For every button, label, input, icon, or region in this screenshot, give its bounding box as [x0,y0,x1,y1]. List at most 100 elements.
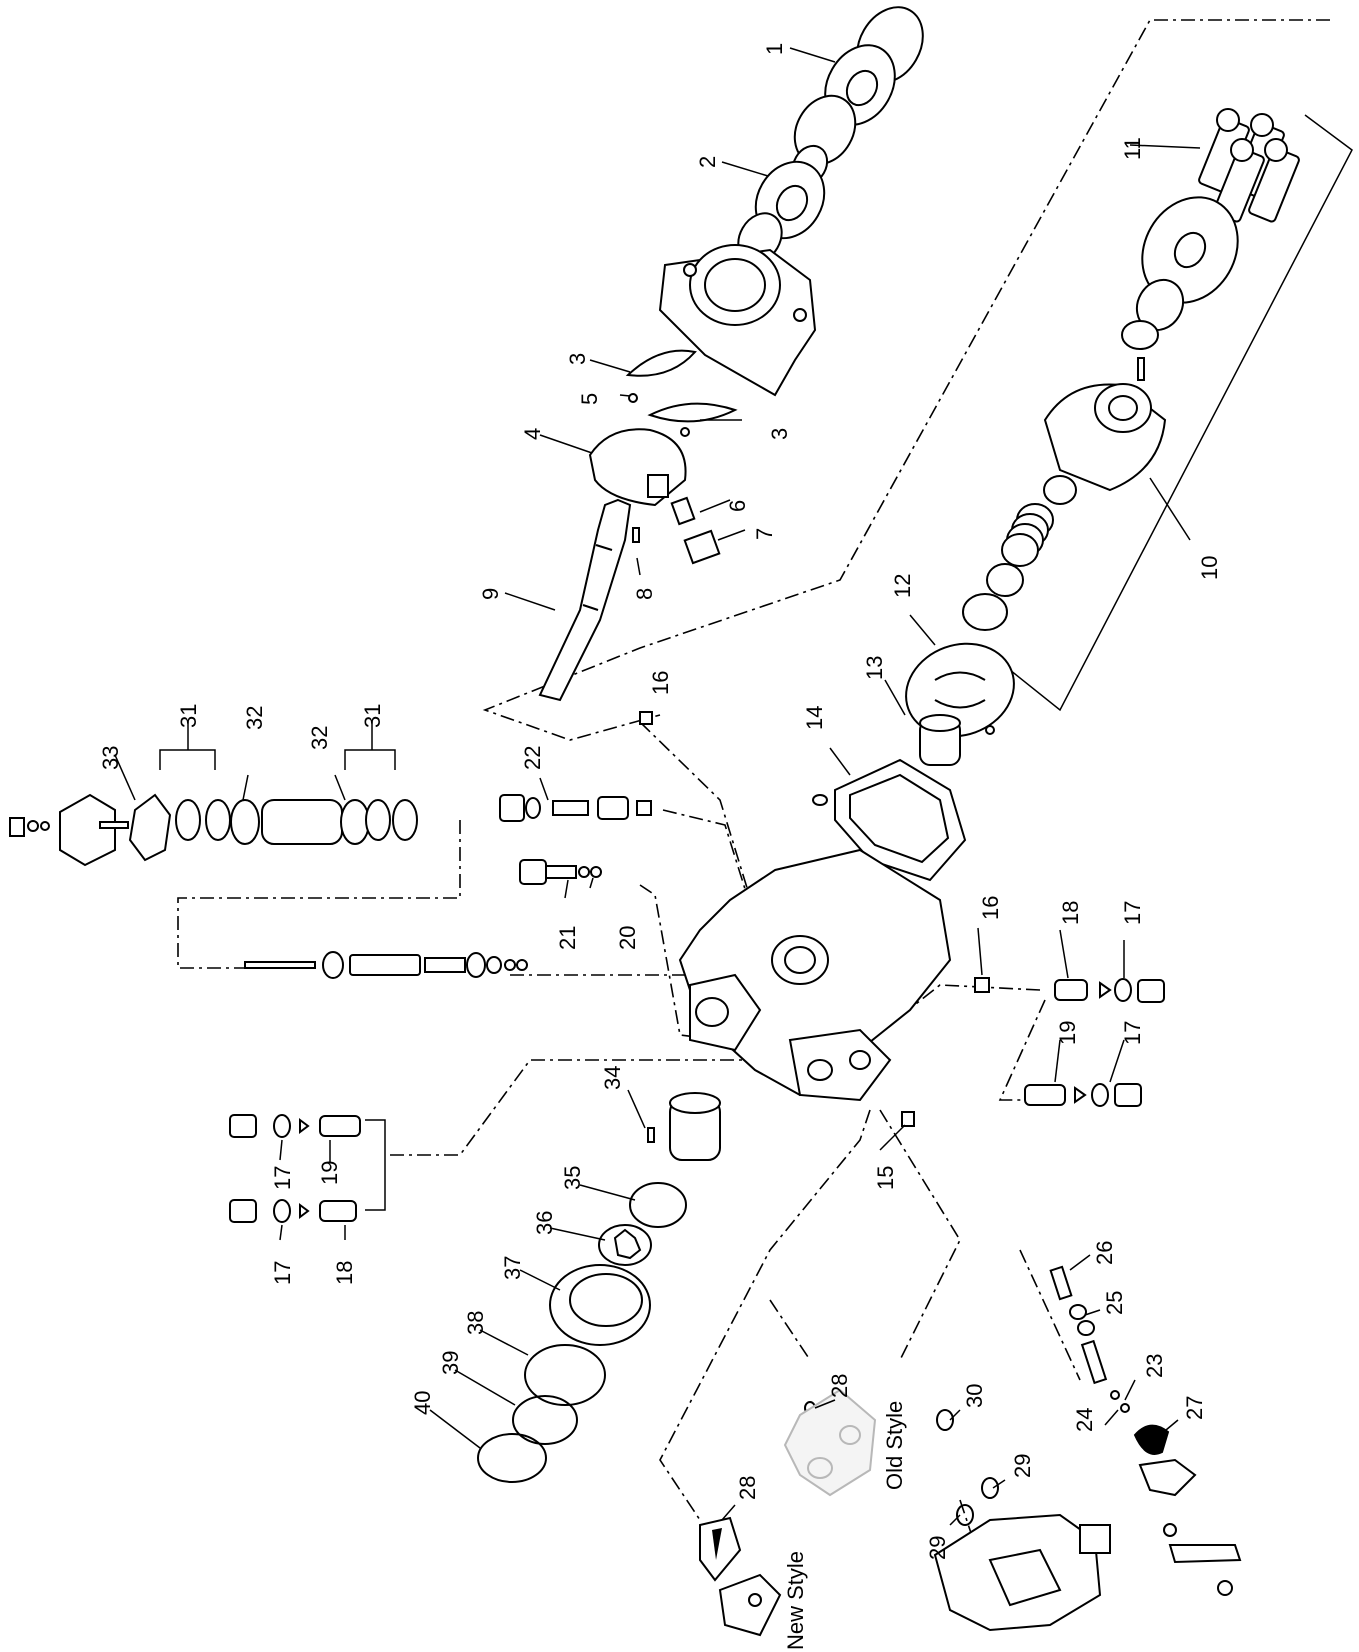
callout-18-right: 18 [1058,901,1083,925]
relief-right-19 [1024,1083,1142,1107]
callout-22: 22 [520,746,545,770]
plate-35 [629,1182,687,1228]
valve-plate [905,642,1015,738]
callout-40: 40 [410,1391,435,1415]
nut-small [1217,1580,1233,1596]
gasket [834,758,967,882]
gerotor-inner [613,1228,642,1260]
oring-38 [524,1344,606,1406]
callout-32-right: 32 [307,726,332,750]
callout-13: 13 [862,656,887,680]
callout-3-upper: 3 [565,353,590,365]
assembly-lines [177,19,1330,1561]
control-spool [1049,1265,1130,1413]
piston-set-11 [1198,108,1300,223]
callout-17-right-a: 17 [1120,901,1145,925]
old-style-valve [783,1388,877,1497]
callout-17-left-a: 17 [270,1166,295,1190]
callout-29-upper: 29 [1010,1454,1035,1478]
callout-6: 6 [725,500,750,512]
callout-30: 30 [962,1384,987,1408]
plug-16-right [974,977,990,993]
retainer-plate [1141,196,1239,304]
callout-36: 36 [532,1211,557,1235]
swash-housing [658,244,817,397]
plug-16-upper [639,711,653,725]
callout-26: 26 [1092,1241,1117,1265]
callout-27: 27 [1182,1396,1207,1420]
new-style-adapter [699,1516,782,1637]
callout-17-right-b: 17 [1120,1021,1145,1045]
cylinder-block [1043,383,1167,492]
pump-cover-37 [549,1264,651,1346]
callout-1: 1 [762,43,787,55]
callout-24: 24 [1072,1408,1097,1432]
oring-39 [512,1395,578,1445]
callout-23: 23 [1142,1354,1167,1378]
callout-labels: 1 2 3 5 3 4 6 7 8 9 10 11 12 13 14 16 22… [98,43,1222,1560]
callout-31-right: 31 [360,704,385,728]
callout-29-lower: 29 [925,1536,950,1560]
lever-27 [1133,1424,1170,1455]
callout-19-left: 19 [317,1161,342,1185]
bracket [1138,1458,1197,1497]
callout-19-right: 19 [1055,1021,1080,1045]
callout-37: 37 [500,1256,525,1280]
callout-17-left-b: 17 [270,1261,295,1285]
relief-left-18 [229,1199,357,1223]
callout-11: 11 [1120,137,1145,160]
main-housing [678,848,952,1102]
pin-34 [647,1127,655,1143]
needle-bearing [919,714,961,766]
pin-8 [632,527,640,543]
callout-28-old: 28 [827,1374,852,1398]
block-7 [683,529,721,565]
caption-new-style: New Style [783,1551,808,1650]
relief-valve-21 [519,859,602,885]
callout-38: 38 [463,1311,488,1335]
callout-12: 12 [890,574,915,598]
caption-old-style: Old Style [882,1401,907,1490]
oring-30 [936,1409,954,1431]
control-bolt [244,951,528,979]
leader-lines [114,47,1201,1526]
callout-35: 35 [560,1166,585,1190]
spring-stack [1001,503,1054,567]
callout-21: 21 [555,926,580,950]
callout-5: 5 [577,393,602,405]
callout-28-new: 28 [735,1476,760,1500]
slider-pin-6 [670,496,696,526]
callout-14: 14 [802,706,827,730]
callout-18-left: 18 [332,1261,357,1285]
callout-31-left: 31 [176,704,201,728]
callout-3-lower: 3 [767,428,792,440]
swash-bearing-half-lower [647,402,738,423]
bolt-small [1163,1523,1177,1537]
relief-left-19 [229,1114,361,1138]
callout-10: 10 [1197,556,1222,580]
pin-guide [1137,357,1145,381]
oring-40 [477,1433,547,1483]
bushing-34 [669,1092,721,1161]
callout-8: 8 [632,588,657,600]
pin-5 [628,393,638,403]
washer-b [986,563,1024,597]
callout-25: 25 [1102,1291,1127,1315]
plate-link [1168,1544,1242,1564]
callout-4: 4 [520,428,545,440]
swashplate [588,428,687,507]
washer-guide [1121,320,1159,350]
callout-20: 20 [615,926,640,950]
callout-34: 34 [600,1066,625,1090]
pin-small [680,427,690,437]
callout-15: 15 [873,1166,898,1190]
plug-15 [901,1111,915,1127]
swash-bearing-half-upper [625,349,697,377]
callout-2: 2 [695,156,720,168]
servo-assembly [9,793,418,867]
oring-29-a [981,1477,999,1499]
group-10-bracket [1009,114,1353,712]
input-shaft [538,498,632,702]
washer-c [962,593,1008,631]
